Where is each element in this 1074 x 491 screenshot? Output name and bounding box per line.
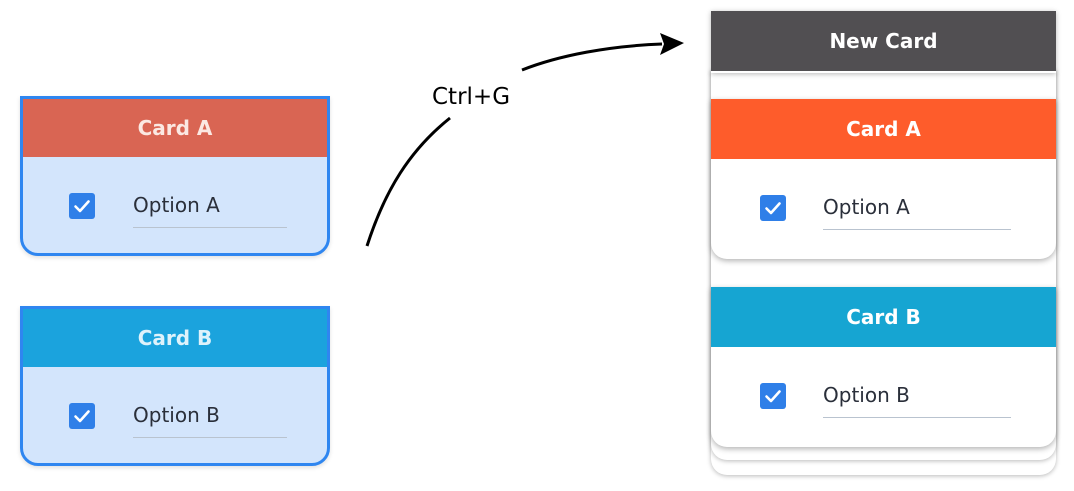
checkbox-checked-icon[interactable]: [760, 195, 786, 221]
grouped-card-a-header: Card A: [711, 99, 1056, 159]
option-underline: [823, 229, 1011, 230]
grouped-card-a-option-label: Option A: [823, 195, 910, 219]
source-card-a-option-label: Option A: [133, 193, 220, 217]
grouped-card-a[interactable]: Card A Option A: [711, 99, 1056, 259]
new-card-group[interactable]: New Card: [711, 11, 1056, 73]
option-underline: [823, 417, 1011, 418]
checkbox-checked-icon[interactable]: [760, 383, 786, 409]
shortcut-label: Ctrl+G: [432, 84, 511, 110]
source-card-b[interactable]: Card B Option B: [20, 306, 330, 466]
grouped-card-b-header: Card B: [711, 287, 1056, 347]
source-card-a-header: Card A: [23, 99, 327, 157]
source-card-b-option-row: Option B: [23, 367, 327, 463]
source-card-b-header: Card B: [23, 309, 327, 367]
source-card-b-option-label: Option B: [133, 403, 220, 427]
checkbox-checked-icon[interactable]: [69, 193, 95, 219]
new-card-header: New Card: [711, 11, 1056, 71]
source-card-a-option-row: Option A: [23, 157, 327, 253]
checkbox-checked-icon[interactable]: [69, 403, 95, 429]
source-card-a[interactable]: Card A Option A: [20, 96, 330, 256]
grouped-card-b-option-row: Option B: [711, 347, 1056, 443]
option-underline: [133, 227, 287, 228]
grouped-card-b[interactable]: Card B Option B: [711, 287, 1056, 447]
grouped-card-b-option-label: Option B: [823, 383, 910, 407]
option-underline: [133, 437, 287, 438]
grouped-card-a-option-row: Option A: [711, 159, 1056, 255]
